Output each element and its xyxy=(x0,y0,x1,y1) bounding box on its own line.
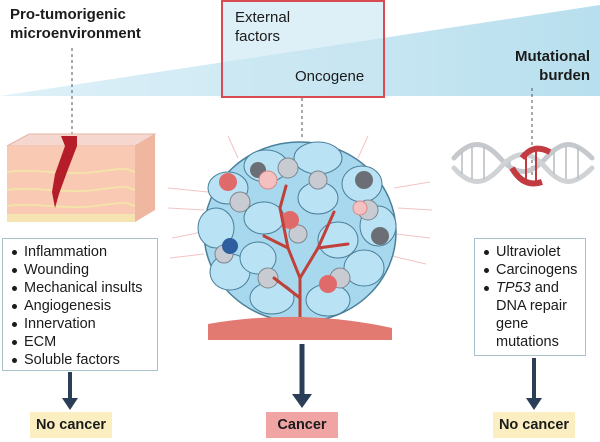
dna-helix-illustration xyxy=(451,142,595,187)
center-connector-line xyxy=(301,98,303,138)
right-title: Mutational burden xyxy=(515,48,590,84)
oncogene-label: Oncogene xyxy=(295,68,365,85)
tp53-gene-label: TP53 xyxy=(496,280,531,296)
right-factor-item: Ultraviolet xyxy=(483,243,579,261)
left-factor-item: ECM xyxy=(11,333,151,351)
tumor-cell-cluster-illustration xyxy=(168,135,432,340)
right-factor-continuation: DNA repair gene mutations xyxy=(496,298,567,350)
external-factors-label: External factors xyxy=(235,9,291,45)
right-factor-item: Carcinogens xyxy=(483,261,579,279)
right-down-arrow xyxy=(526,358,542,410)
right-connector-line xyxy=(531,88,533,176)
left-connector-line xyxy=(71,48,73,140)
left-outcome-label: No cancer xyxy=(30,412,112,438)
right-factor-list: Ultraviolet Carcinogens TP53 and DNA rep… xyxy=(474,238,586,356)
left-factor-item: Innervation xyxy=(11,315,151,333)
center-down-arrow xyxy=(292,344,312,408)
left-down-arrow xyxy=(62,372,78,410)
external-factors-box: External factors Oncogene xyxy=(221,0,385,98)
right-outcome-label: No cancer xyxy=(493,412,575,438)
center-outcome-label: Cancer xyxy=(266,412,338,438)
left-factor-item: Soluble factors xyxy=(11,351,151,369)
left-title: Pro-tumorigenic microenvironment xyxy=(10,6,141,42)
left-factor-item: Mechanical insults xyxy=(11,279,151,297)
right-factor-item: TP53 and xyxy=(483,279,579,297)
left-factor-item: Inflammation xyxy=(11,243,151,261)
left-factor-list: Inflammation Wounding Mechanical insults… xyxy=(2,238,158,371)
left-factor-item: Angiogenesis xyxy=(11,297,151,315)
wounded-skin-illustration xyxy=(6,133,157,222)
left-factor-item: Wounding xyxy=(11,261,151,279)
